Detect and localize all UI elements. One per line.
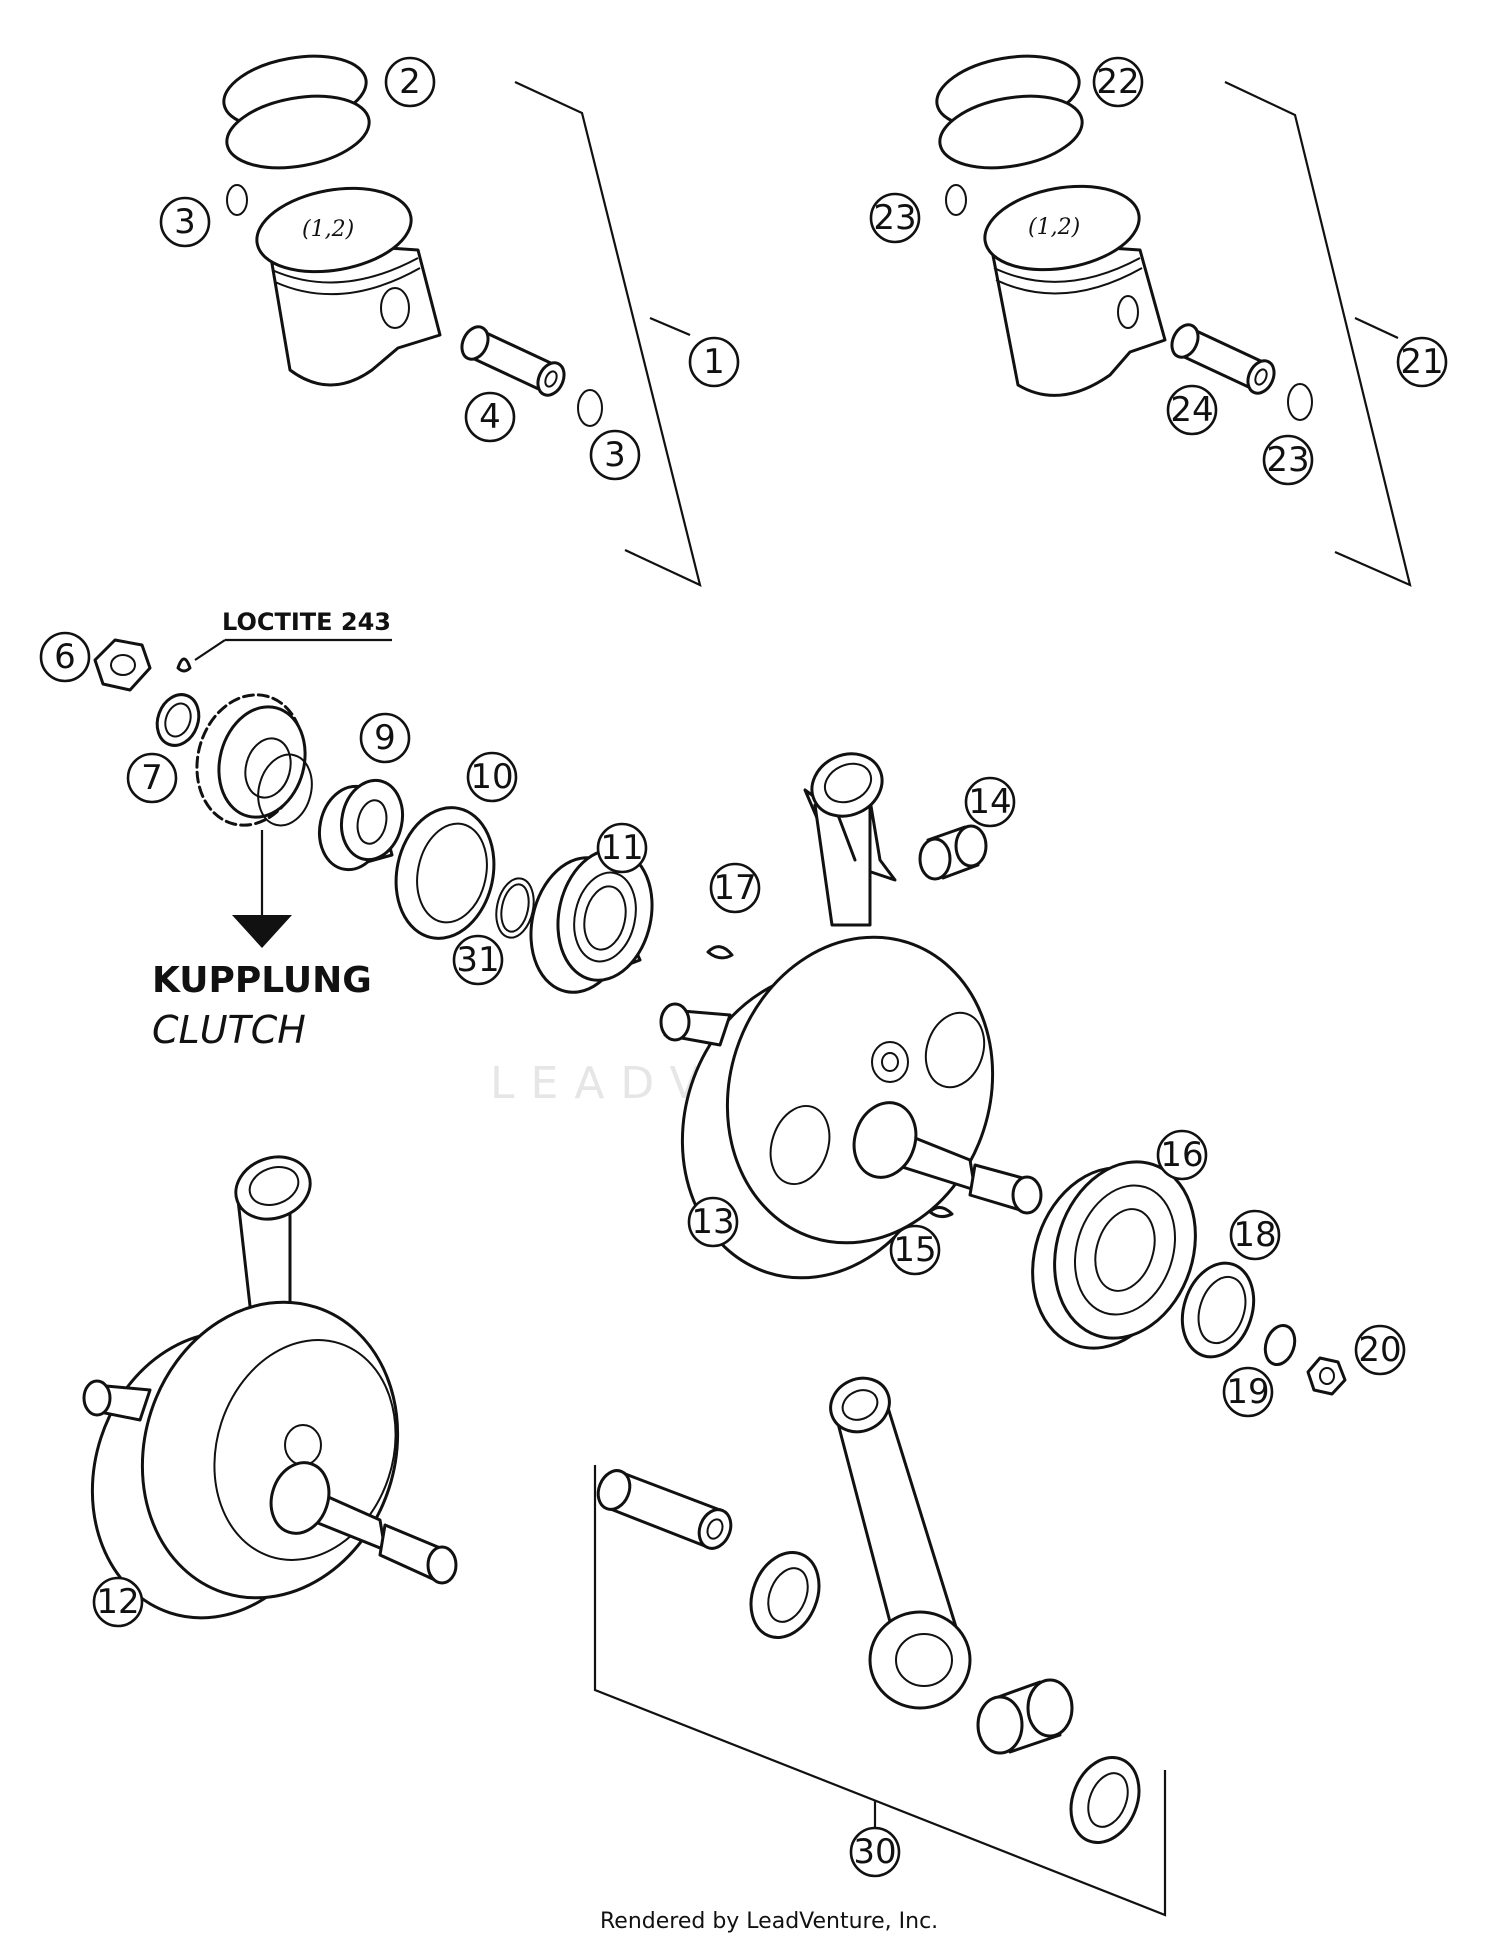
svg-text:31: 31 <box>456 940 499 980</box>
svg-text:14: 14 <box>968 782 1011 822</box>
callout-14: 14 <box>964 776 1016 828</box>
svg-text:22: 22 <box>1096 62 1139 102</box>
piston-ring-lower-right <box>938 94 1084 170</box>
svg-text:2: 2 <box>399 62 421 102</box>
callout-6: 6 <box>39 631 91 683</box>
callout-20: 20 <box>1354 1324 1406 1376</box>
piston-assembly-left: (1,2) <box>222 54 702 587</box>
shaft-seal-10 <box>394 806 496 940</box>
spacer-9 <box>318 778 405 872</box>
callout-12: 12 <box>92 1576 144 1628</box>
circlip-lower-left <box>577 389 603 427</box>
svg-text:1: 1 <box>703 342 725 382</box>
svg-text:13: 13 <box>691 1202 734 1242</box>
svg-text:3: 3 <box>604 435 626 475</box>
needle-bearing-14 <box>918 824 988 881</box>
svg-text:9: 9 <box>374 718 396 758</box>
piston-ring-lower <box>225 94 371 170</box>
callout-17: 17 <box>709 862 761 914</box>
piston-marking-left: (1,2) <box>302 217 354 242</box>
svg-text:12: 12 <box>96 1582 139 1622</box>
svg-text:23: 23 <box>873 198 916 238</box>
clutch-label-de: KUPPLUNG <box>152 960 372 1001</box>
svg-text:17: 17 <box>713 868 756 908</box>
svg-text:10: 10 <box>470 757 513 797</box>
woodruff-key-17 <box>706 945 734 960</box>
svg-text:24: 24 <box>1170 390 1213 430</box>
callout-1: 1 <box>688 336 740 388</box>
piston-marking-right: (1,2) <box>1028 215 1080 240</box>
svg-text:20: 20 <box>1358 1330 1401 1370</box>
crankshaft-13 <box>659 752 1043 1280</box>
svg-text:4: 4 <box>479 397 501 437</box>
clutch-arrow-icon <box>232 915 292 948</box>
bearing-11 <box>529 848 654 994</box>
callout-2: 2 <box>384 56 436 108</box>
callout-4: 4 <box>464 391 516 443</box>
circlip-lower-right <box>1287 383 1313 421</box>
callout-23-upper: 23 <box>869 192 921 244</box>
nut-20 <box>1306 1356 1347 1396</box>
piston-left: (1,2) <box>255 186 442 387</box>
callout-3-lower: 3 <box>589 429 641 481</box>
callout-9: 9 <box>359 712 411 764</box>
svg-text:11: 11 <box>600 828 643 868</box>
svg-text:21: 21 <box>1400 342 1443 382</box>
circlip-upper-right <box>945 184 967 216</box>
rendered-by-footer: Rendered by LeadVenture, Inc. <box>600 1909 938 1934</box>
svg-text:3: 3 <box>174 202 196 242</box>
callout-7: 7 <box>126 752 178 804</box>
svg-text:15: 15 <box>893 1230 936 1270</box>
conrod-kit-30 <box>593 1376 1167 1917</box>
callout-31: 31 <box>452 934 504 986</box>
bearing-16 <box>1031 1160 1197 1350</box>
callout-22: 22 <box>1092 56 1144 108</box>
callout-19: 19 <box>1222 1366 1274 1418</box>
svg-text:6: 6 <box>54 637 76 677</box>
svg-text:23: 23 <box>1266 440 1309 480</box>
svg-text:19: 19 <box>1226 1372 1269 1412</box>
callout-18: 18 <box>1229 1209 1281 1261</box>
callout-3-upper: 3 <box>159 196 211 248</box>
svg-text:16: 16 <box>1160 1135 1203 1175</box>
circlip-upper-left <box>226 184 248 216</box>
loctite-note: LOCTITE 243 <box>222 608 391 636</box>
callout-21: 21 <box>1396 336 1448 388</box>
crankshaft-12 <box>82 1155 458 1620</box>
piston-right: (1,2) <box>983 184 1167 397</box>
woodruff-key-15 <box>928 1206 954 1219</box>
callout-11: 11 <box>596 822 648 874</box>
piston-pin-left <box>460 325 566 397</box>
drive-side-parts: LOCTITE 243 KUPPLUNG CLUTCH <box>93 608 654 1052</box>
lock-washer-19 <box>1263 1323 1297 1367</box>
callout-23-lower: 23 <box>1262 434 1314 486</box>
callout-15: 15 <box>889 1224 941 1276</box>
callout-24: 24 <box>1166 384 1218 436</box>
shaft-seal-18 <box>1180 1261 1256 1359</box>
primary-gear <box>195 693 313 827</box>
nut <box>93 638 152 692</box>
callout-13: 13 <box>687 1196 739 1248</box>
callout-16: 16 <box>1156 1129 1208 1181</box>
svg-text:30: 30 <box>853 1832 896 1872</box>
svg-text:18: 18 <box>1233 1215 1276 1255</box>
callout-10: 10 <box>466 751 518 803</box>
callout-30: 30 <box>849 1826 901 1878</box>
woodruff-key-drive <box>176 657 192 673</box>
lock-washer <box>155 693 201 747</box>
clutch-label-en: CLUTCH <box>152 1008 306 1052</box>
piston-assembly-right: (1,2) <box>935 54 1412 587</box>
svg-text:7: 7 <box>141 758 163 798</box>
piston-pin-right <box>1170 323 1276 395</box>
